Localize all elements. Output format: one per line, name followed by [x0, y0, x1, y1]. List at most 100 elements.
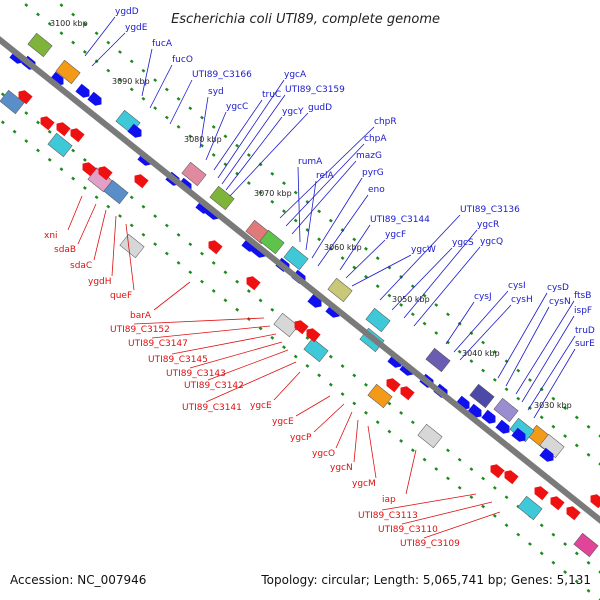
gene-label: chpA — [364, 134, 387, 144]
label-leader — [221, 94, 286, 185]
gene-feature — [365, 307, 391, 333]
label-leader — [111, 215, 117, 277]
reverse-gene-arrow — [70, 128, 85, 143]
gene-feature — [119, 233, 145, 259]
gene-label: queF — [110, 291, 132, 301]
gene-label: UTI89_C3147 — [128, 339, 188, 349]
gene-label: ygcM — [352, 479, 376, 489]
gene-feature — [283, 245, 309, 271]
gene-feature — [517, 495, 543, 521]
gene-label: sdaB — [54, 245, 76, 255]
gene-label: UTI89_C3166 — [192, 70, 252, 80]
tick-label: 3030 kbp — [534, 401, 572, 410]
gene-label: ygdD — [115, 7, 139, 17]
reverse-gene-arrow — [566, 506, 581, 521]
gene-feature — [181, 161, 207, 187]
genome-summary: Topology: circular; Length: 5,065,741 bp… — [260, 573, 591, 587]
gene-label: UTI89_C3113 — [358, 511, 418, 521]
label-leader — [497, 292, 548, 379]
gene-label: UTI89_C3144 — [370, 215, 430, 225]
tick-label: 3100 kbp — [50, 19, 88, 28]
gene-label: sdaC — [70, 261, 92, 271]
forward-gene-arrow — [481, 409, 496, 424]
reverse-gene-arrow — [590, 494, 600, 509]
gene-feature — [573, 532, 599, 558]
gene-feature — [259, 229, 285, 255]
label-leader — [213, 99, 263, 171]
gene-feature — [47, 132, 73, 158]
forward-gene-arrow — [495, 419, 510, 434]
gene-label: ygcF — [385, 230, 406, 240]
gene-feature — [0, 89, 25, 115]
gene-feature — [425, 347, 451, 373]
label-leader — [515, 300, 575, 395]
reverse-gene-arrow — [18, 90, 33, 105]
label-leader — [217, 79, 285, 179]
guide-line — [17, 0, 600, 466]
label-leader — [505, 306, 550, 387]
label-leader — [313, 403, 345, 433]
label-leader — [171, 333, 277, 355]
gene-label: truC — [262, 90, 281, 100]
label-leader — [125, 223, 135, 291]
label-leader — [401, 501, 493, 525]
label-leader — [423, 511, 501, 539]
label-leader — [353, 419, 359, 463]
label-leader — [279, 126, 375, 219]
label-leader — [311, 177, 363, 259]
reverse-gene-arrow — [306, 328, 321, 343]
gene-label: ygcW — [411, 245, 436, 255]
gene-label: cysN — [549, 297, 571, 307]
label-leader — [153, 281, 191, 311]
gene-label: mazG — [356, 151, 382, 161]
label-leader — [527, 335, 576, 411]
gene-feature — [469, 383, 495, 409]
gene-label: ygcC — [226, 102, 248, 112]
gene-label: UTI89_C3159 — [285, 85, 345, 95]
gene-label: pyrG — [362, 168, 384, 178]
reverse-gene-arrow — [504, 470, 519, 485]
label-leader — [381, 493, 477, 511]
gene-label: gudD — [308, 103, 332, 113]
gene-label: UTI89_C3110 — [378, 525, 438, 535]
label-leader — [229, 112, 309, 197]
gene-label: cysD — [547, 283, 569, 293]
gene-label: UTI89_C3145 — [148, 355, 208, 365]
gene-label: ygcY — [282, 107, 304, 117]
label-leader — [189, 341, 283, 369]
gene-label: ygcN — [330, 463, 353, 473]
label-leaders — [67, 16, 576, 539]
forward-gene-arrow — [127, 123, 142, 138]
label-leader — [379, 214, 461, 301]
gene-label: ygcE — [250, 401, 272, 411]
label-leader — [297, 166, 301, 243]
reverse-gene-arrow — [294, 320, 309, 335]
gene-label: iap — [382, 495, 396, 505]
tick-label: 3040 kbp — [462, 349, 500, 358]
label-leader — [335, 411, 353, 449]
label-leader — [141, 48, 153, 97]
gene-label: ygcA — [284, 70, 307, 80]
reverse-gene-arrow — [400, 386, 415, 401]
label-leader — [133, 317, 265, 325]
gene-feature — [417, 423, 443, 449]
tick-label: 3080 kbp — [184, 135, 222, 144]
gene-label: fucA — [152, 39, 173, 49]
label-leader — [405, 449, 417, 495]
gene-label: ygcS — [452, 238, 474, 248]
gene-feature — [103, 179, 129, 205]
gene-label: ygcP — [290, 433, 312, 443]
reverse-gene-arrow — [208, 240, 223, 255]
gene-label: syd — [208, 87, 224, 97]
label-leader — [339, 224, 371, 271]
label-leader — [67, 195, 83, 231]
gene-label: UTI89_C3109 — [400, 539, 460, 549]
gene-label: ygcQ — [480, 237, 503, 247]
gene-feature — [273, 312, 299, 338]
reverse-gene-arrow — [534, 486, 549, 501]
gene-feature — [27, 32, 53, 58]
gene-label: ygcR — [477, 220, 499, 230]
map-title: Escherichia coli UTI89, complete genome — [171, 12, 440, 27]
label-leader — [91, 32, 126, 67]
gene-label: ispF — [574, 306, 592, 316]
